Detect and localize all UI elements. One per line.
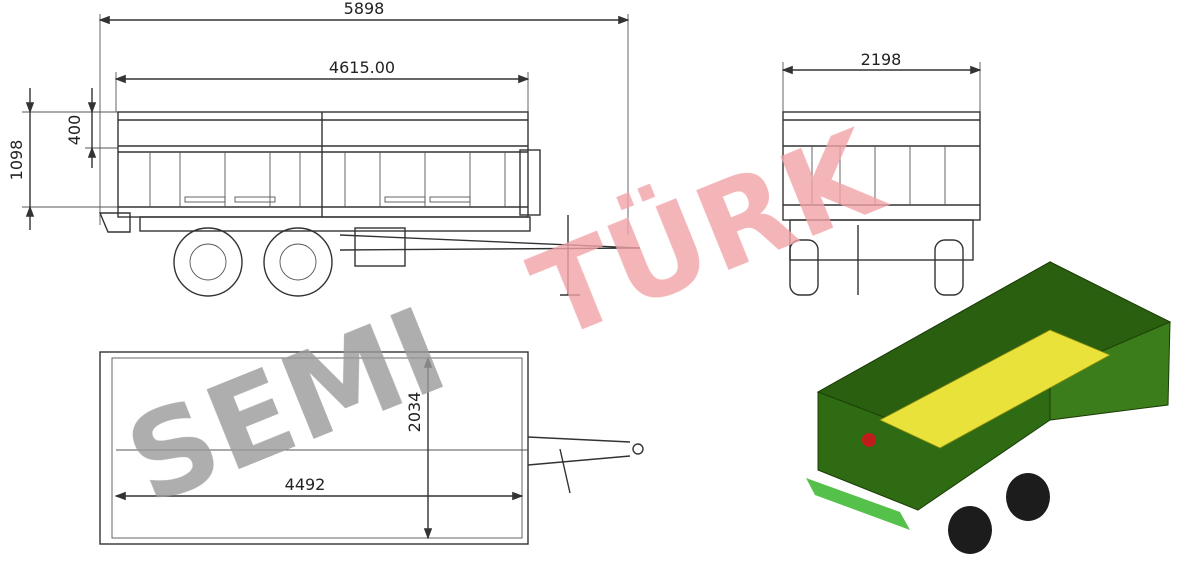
trailer-3d-render	[806, 261, 1172, 554]
dim-side-height: 400	[65, 115, 84, 146]
dim-overall-length: 5898	[344, 0, 385, 18]
dim-inner-width: 2034	[405, 392, 424, 433]
rear-view: 2198	[781, 50, 982, 296]
dim-body-length: 4615.00	[329, 58, 395, 77]
top-view: 2034 4492	[99, 351, 644, 545]
dim-overall-height: 1098	[7, 140, 26, 181]
watermark: SEMI TÜRK	[109, 102, 902, 531]
watermark-turk: TÜRK	[514, 102, 902, 366]
dim-width: 2198	[861, 50, 902, 69]
dim-inner-length: 4492	[285, 475, 326, 494]
side-view: 5898 4615.00 1098 400	[7, 0, 641, 297]
